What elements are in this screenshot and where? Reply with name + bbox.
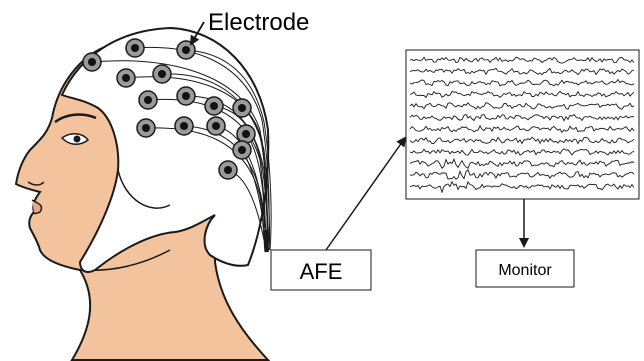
- electrode: [233, 99, 251, 117]
- eeg-waveform-panel: [406, 50, 639, 199]
- electrode: [153, 65, 171, 83]
- electrode: [205, 97, 223, 115]
- electrode-label: Electrode: [208, 9, 309, 36]
- cable-bundle: [266, 230, 267, 252]
- pupil: [74, 136, 81, 143]
- electrode: [207, 117, 225, 135]
- electrode: [117, 69, 135, 87]
- electrode: [137, 119, 155, 137]
- afe-label: AFE: [300, 259, 343, 284]
- electrode: [126, 39, 144, 57]
- electrode: [233, 141, 251, 159]
- electrode: [219, 161, 237, 179]
- monitor-label: Monitor: [498, 262, 552, 279]
- electrode: [237, 125, 255, 143]
- electrode: [177, 41, 195, 59]
- electrode: [177, 87, 195, 105]
- electrode: [83, 53, 101, 71]
- afe-to-eeg-arrow: [326, 138, 405, 250]
- electrode: [139, 91, 157, 109]
- electrode: [175, 117, 193, 135]
